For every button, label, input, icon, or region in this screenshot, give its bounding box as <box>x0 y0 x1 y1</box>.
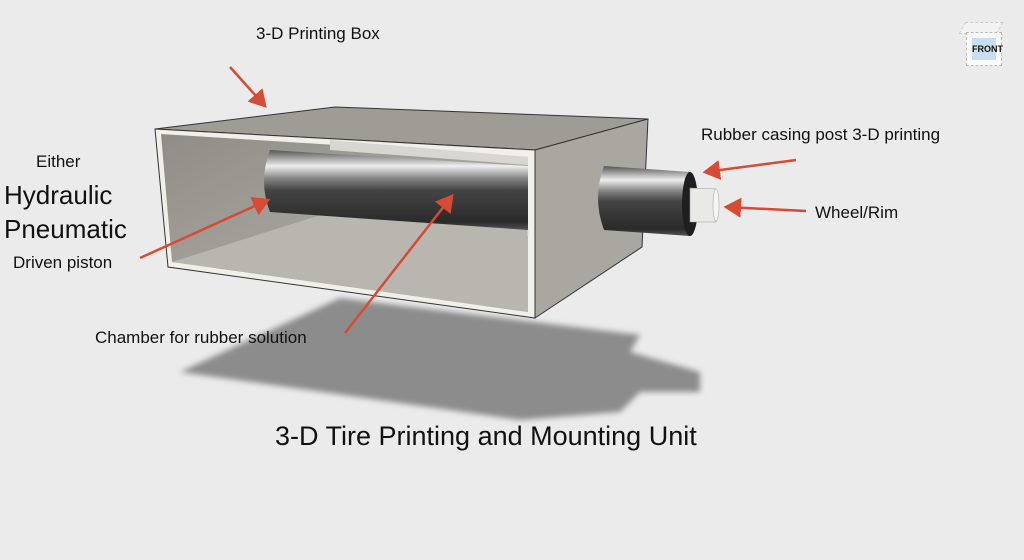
label-hydraulic: Hydraulic <box>4 180 113 210</box>
label-printing-box: 3-D Printing Box <box>256 24 380 43</box>
arrow-printing-box <box>229 66 267 108</box>
piston-cylinder <box>264 150 529 236</box>
view-cube[interactable]: FRONT <box>958 18 1008 70</box>
view-cube-front-face[interactable]: FRONT <box>972 38 1003 60</box>
wheel-rim <box>689 187 720 223</box>
label-wheel-rim: Wheel/Rim <box>815 203 899 222</box>
arrow-chamber <box>344 194 454 334</box>
label-driven-piston: Driven piston <box>13 253 113 272</box>
label-pneumatic: Pneumatic <box>4 214 127 244</box>
rubber-casing <box>598 166 698 236</box>
label-rubber-casing: Rubber casing post 3-D printing <box>701 125 941 144</box>
box-shadow <box>180 298 700 420</box>
label-either: Either <box>36 152 81 171</box>
arrow-rubber-casing <box>702 158 797 180</box>
arrow-wheel-rim <box>723 197 807 218</box>
diagram-title: 3-D Tire Printing and Mounting Unit <box>275 421 697 451</box>
arrow-driven-piston <box>139 197 271 260</box>
label-chamber: Chamber for rubber solution <box>95 328 307 347</box>
